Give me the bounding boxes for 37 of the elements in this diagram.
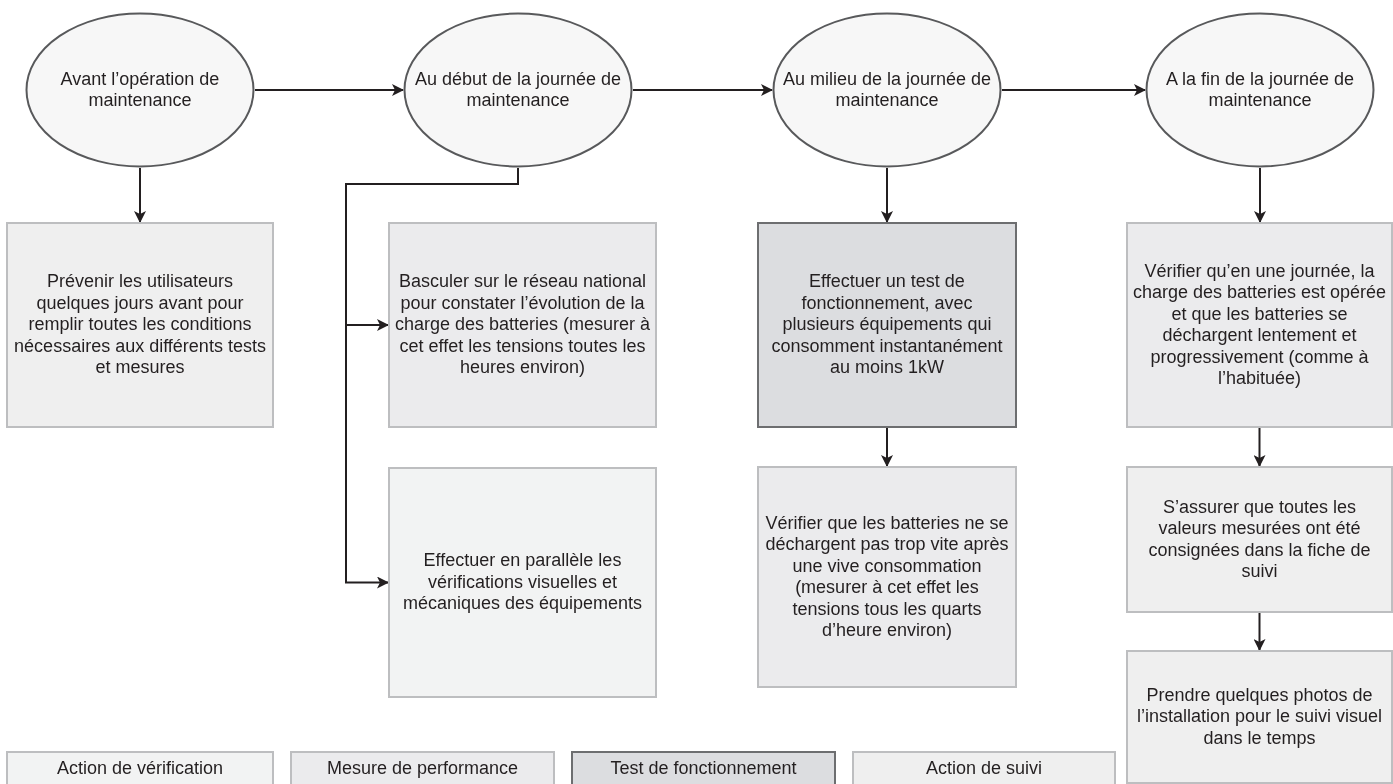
step-text: Effectuer en parallèle les vérifications visuelles et mécaniques des équipements — [401, 550, 644, 615]
step-box — [1126, 222, 1393, 428]
step-box — [388, 467, 657, 698]
arrow — [254, 84, 404, 96]
stage-ellipse — [772, 12, 1002, 168]
stage-label: A la fin de la journée de maintenance — [1164, 68, 1356, 112]
step-box — [388, 222, 657, 428]
arrow — [881, 167, 893, 223]
legend-text: Test de fonctionnement — [610, 757, 797, 780]
arrow — [881, 427, 893, 467]
step-text: Prendre quelques photos de l’installation pour le suivi visuel dans le temps — [1135, 684, 1384, 750]
step-text: Vérifier que les batteries ne se déchargent pas trop vite après une vive consommation (mesurer à cet effet les tensions tous les quarts d’heure environ) — [764, 512, 1010, 642]
step-text: Prévenir les utilisateurs quelques jours avant pour remplir toutes les conditions nécessaires aux différents tests et mesures — [13, 271, 267, 379]
stage-label: Au milieu de la journée de maintenance — [781, 68, 993, 112]
step-box — [1126, 650, 1393, 784]
stage-ellipse — [403, 12, 633, 168]
step-text: Vérifier qu’en une journée, la charge des batteries est opérée et que les batteries se déchargent lentement et progressivement (comme à l’habituée) — [1131, 260, 1388, 390]
arrow — [1001, 84, 1146, 96]
step-text: S’assurer que toutes les valeurs mesurées ont été consignées dans la fiche de suivi — [1147, 496, 1372, 583]
legend-text: Mesure de performance — [326, 757, 519, 780]
arrow — [1254, 167, 1266, 223]
step-box — [757, 222, 1017, 428]
step-text: Basculer sur le réseau national pour constater l’évolution de la charge des batteries (mesurer à cet effet les tensions toutes les heures environ) — [393, 271, 652, 379]
step-box — [757, 466, 1017, 688]
arrow — [1253, 427, 1266, 467]
arrow — [632, 84, 773, 96]
stage-label: Avant l’opération de maintenance — [59, 68, 221, 112]
step-text: Effectuer un test de fonctionnement, avec plusieurs équipements qui consomment instantanément au moins 1kW — [770, 271, 1004, 379]
stage-ellipse — [1145, 12, 1375, 168]
legend-text: Action de suivi — [925, 757, 1043, 780]
step-box — [6, 222, 274, 428]
arrow — [1253, 612, 1266, 651]
stage-ellipse — [25, 12, 255, 168]
step-box — [1126, 466, 1393, 613]
arrow — [134, 167, 146, 223]
stage-label: Au début de la journée de maintenance — [413, 68, 623, 112]
legend-text: Action de vérification — [56, 757, 224, 780]
